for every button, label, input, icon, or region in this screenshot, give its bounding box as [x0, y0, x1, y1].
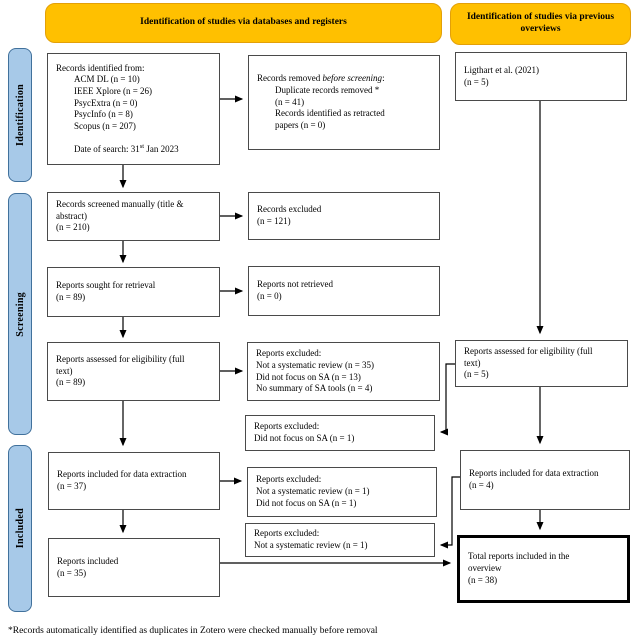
reports-excluded-included-text: Reports excluded: Not a systematic revie…: [254, 528, 368, 550]
ligthart-text: Ligthart et al. (2021) (n = 5): [464, 64, 539, 87]
reports-included-text: Reports included (n = 35): [57, 555, 119, 578]
node-records-screened: Records screened manually (title & abstr…: [47, 192, 220, 241]
node-total-included: Total reports included in the overview (…: [457, 535, 630, 603]
reports-assessed-overviews-text: Reports assessed for eligibility (full t…: [464, 345, 593, 380]
date-ordinal: st: [139, 142, 145, 150]
screening-label: Screening: [14, 291, 26, 337]
node-reports-assessed-databases: Reports assessed for eligibility (full t…: [47, 342, 220, 401]
stage-label-screening: Screening: [8, 193, 32, 435]
records-identified-date: Date of search: 31st Jan 2023: [56, 142, 179, 156]
connector-assessed-ov-to-excluded-sa: [439, 363, 455, 436]
data-extraction-databases-text: Reports included for data extraction (n …: [57, 469, 187, 491]
records-identified-intro: Records identified from:: [56, 62, 145, 73]
included-label: Included: [14, 508, 26, 549]
records-screened-text: Records screened manually (title & abstr…: [56, 198, 184, 233]
reports-excluded-extraction-text: Reports excluded: Not a systematic revie…: [256, 474, 370, 508]
reports-sought-text: Reports sought for retrieval (n = 89): [56, 280, 156, 302]
records-identified-text: Records identified from: ACM DL (n = 10)…: [56, 63, 179, 156]
header-databases-label: Identification of studies via databases …: [140, 17, 347, 28]
removed-prefix: Records removed: [257, 73, 323, 84]
reports-assessed-databases-text: Reports assessed for eligibility (full t…: [56, 353, 185, 388]
date-suffix: Jan 2023: [144, 143, 179, 154]
records-removed-text: Records removed before screening: Duplic…: [257, 73, 385, 131]
node-records-identified: Records identified from: ACM DL (n = 10)…: [47, 53, 220, 165]
records-removed-heading: Records removed before screening:: [257, 73, 385, 85]
removed-italic: before screening: [322, 73, 383, 84]
records-identified-sources: ACM DL (n = 10) IEEE Xplore (n = 26) Psy…: [74, 74, 153, 132]
records-removed-details: Duplicate records removed * (n = 41) Rec…: [275, 84, 385, 131]
header-databases-registers: Identification of studies via databases …: [45, 3, 442, 43]
node-data-extraction-databases: Reports included for data extraction (n …: [48, 452, 220, 510]
stage-label-identification: Identification: [8, 48, 32, 182]
date-prefix: Date of search: 31: [74, 143, 140, 154]
reports-excluded-eligibility-text: Reports excluded: Not a systematic revie…: [256, 348, 375, 394]
node-records-excluded: Records excluded (n = 121): [248, 192, 440, 240]
reports-not-retrieved-text: Reports not retrieved (n = 0): [257, 279, 333, 301]
node-reports-included: Reports included (n = 35): [48, 538, 220, 597]
identification-label: Identification: [14, 84, 26, 146]
node-reports-excluded-extraction: Reports excluded: Not a systematic revie…: [247, 467, 437, 517]
node-reports-excluded-eligibility: Reports excluded: Not a systematic revie…: [247, 342, 440, 401]
removed-suffix: :: [382, 73, 385, 84]
node-reports-assessed-overviews: Reports assessed for eligibility (full t…: [455, 340, 628, 387]
node-ligthart: Ligthart et al. (2021) (n = 5): [455, 52, 627, 101]
node-reports-sought: Reports sought for retrieval (n = 89): [47, 267, 220, 317]
node-reports-excluded-sa: Reports excluded: Did not focus on SA (n…: [245, 415, 435, 451]
header-overviews-label: Identification of studies via previous o…: [466, 12, 615, 34]
stage-label-included: Included: [8, 445, 32, 612]
node-data-extraction-overviews: Reports included for data extraction (n …: [460, 450, 630, 510]
node-records-removed: Records removed before screening: Duplic…: [248, 55, 440, 150]
data-extraction-overviews-text: Reports included for data extraction (n …: [469, 468, 599, 490]
total-included-text: Total reports included in the overview (…: [468, 551, 570, 585]
reports-excluded-sa-text: Reports excluded: Did not focus on SA (n…: [254, 421, 355, 443]
records-excluded-text: Records excluded (n = 121): [257, 204, 322, 226]
node-reports-not-retrieved: Reports not retrieved (n = 0): [248, 266, 440, 316]
node-reports-excluded-included: Reports excluded: Not a systematic revie…: [245, 523, 435, 557]
footnote: *Records automatically identified as dup…: [8, 626, 378, 636]
header-previous-overviews: Identification of studies via previous o…: [450, 3, 631, 45]
